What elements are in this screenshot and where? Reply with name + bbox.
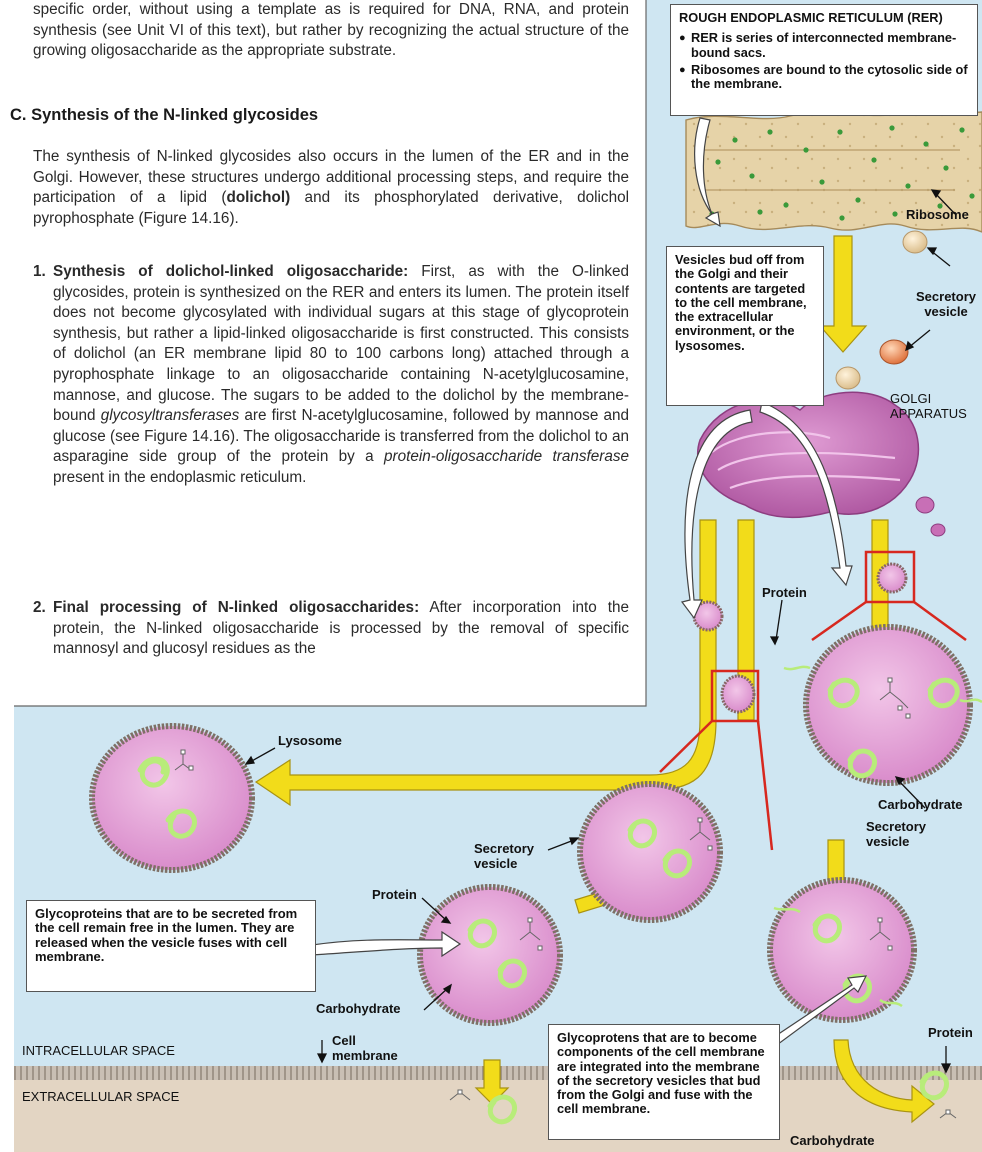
carbohydrate-label-right: Carbohydrate [878, 798, 963, 813]
secreted-glycoproteins-box: Glycoproteins that are to be secreted fr… [26, 900, 316, 992]
rer-box-bullets: RER is series of interconnected membrane… [679, 31, 969, 91]
list-item-2: 2. Final processing of N-linked oligosac… [33, 598, 629, 660]
list-item-2-number: 2. [33, 598, 46, 619]
middle-vesicle [580, 784, 720, 920]
membrane-glycoproteins-box: Glycoprotens that are to become componen… [548, 1024, 780, 1140]
section-paragraph: The synthesis of N-linked glycosides als… [33, 147, 629, 229]
list-item-1-number: 1. [33, 262, 46, 283]
protein-label-right-bottom: Protein [928, 1026, 973, 1041]
vesicles-info-box: Vesicles bud off from the Golgi and thei… [666, 246, 824, 406]
protein-label-right-top: Protein [762, 586, 807, 601]
list-item-2-body: Final processing of N-linked oligosaccha… [53, 598, 629, 660]
cell-membrane-label: Cell membrane [332, 1034, 410, 1063]
secretory-vesicle-small-2 [880, 340, 908, 364]
list-item-1-text-a: First, as with the O-linked glycosides, … [53, 263, 629, 424]
list-item-1: 1. Synthesis of dolichol-linked oligosac… [33, 262, 629, 489]
section-paragraph-bold: dolichol) [226, 189, 290, 206]
rer-info-box: ROUGH ENDOPLASMIC RETICULUM (RER) RER is… [670, 4, 978, 116]
list-item-1-text-c: present in the endoplasmic reticulum. [53, 469, 306, 486]
lysosome-vesicle [92, 726, 252, 870]
fusing-vesicle [420, 887, 560, 1023]
golgi-apparatus-label: GOLGI APPARATUS [890, 392, 980, 421]
rer-box-title: ROUGH ENDOPLASMIC RETICULUM (RER) [679, 11, 969, 25]
extracellular-space-label: EXTRACELLULAR SPACE [22, 1090, 179, 1105]
list-item-1-italic-b: protein-oligosaccharide transferase [384, 448, 629, 465]
carbohydrate-label-mid: Carbohydrate [316, 1002, 401, 1017]
secretory-vesicle-right-label: Secretory vesicle [866, 820, 946, 849]
list-item-1-italic-a: glycosyltransferases [101, 407, 240, 424]
rer-box-bullet: RER is series of interconnected membrane… [691, 31, 969, 60]
secretory-vesicle-top-label: Secretory vesicle [910, 290, 982, 319]
intro-paragraph: specific order, without using a template… [33, 0, 629, 62]
lysosome-label: Lysosome [278, 734, 342, 749]
ribosome-label: Ribosome [906, 208, 969, 223]
protein-label-mid: Protein [372, 888, 417, 903]
carbohydrate-label-bottom: Carbohydrate [790, 1134, 875, 1149]
section-heading: C. Synthesis of the N-linked glycosides [10, 106, 318, 125]
list-item-1-title: Synthesis of dolichol-linked oligosaccha… [53, 263, 408, 280]
secretory-vesicle-mid-label: Secretory vesicle [474, 842, 554, 871]
list-item-2-title: Final processing of N-linked oligosaccha… [53, 599, 419, 616]
rer-box-bullet: Ribosomes are bound to the cytosolic sid… [691, 63, 969, 92]
secretory-vesicle-small-3 [836, 367, 860, 389]
secretory-vesicle-small-1 [903, 231, 927, 253]
intracellular-space-label: INTRACELLULAR SPACE [22, 1044, 175, 1059]
list-item-1-body: Synthesis of dolichol-linked oligosaccha… [53, 262, 629, 489]
